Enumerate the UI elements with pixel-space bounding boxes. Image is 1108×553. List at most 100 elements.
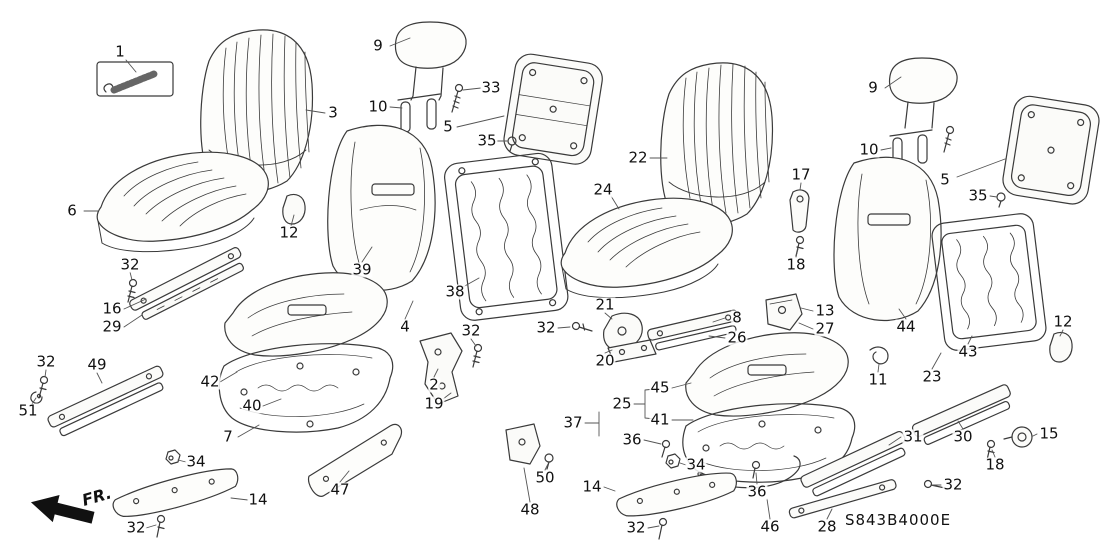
part-callout-45: 45 — [649, 378, 671, 397]
center-cover-left — [307, 423, 402, 497]
seat-cushion-pad-left — [96, 151, 269, 253]
part-callout-8: 8 — [731, 308, 743, 327]
part-callout-33: 33 — [480, 78, 502, 97]
seatback-pad-right — [660, 62, 774, 226]
seatback-panel-left — [503, 53, 603, 165]
part-callout-5: 5 — [939, 170, 951, 189]
left-seat-assembly — [30, 21, 603, 538]
part-callout-10: 10 — [367, 97, 389, 116]
fastener-36-icon-a — [661, 439, 671, 458]
part-callout-40: 40 — [241, 396, 263, 415]
part-callout-35: 35 — [476, 131, 498, 150]
part-callout-43: 43 — [957, 342, 979, 361]
part-callout-14: 14 — [247, 490, 269, 509]
side-cover-left — [112, 468, 239, 517]
part-callout-16: 16 — [101, 299, 123, 318]
part-callout-50: 50 — [534, 468, 556, 487]
part-callout-29: 29 — [101, 317, 123, 336]
headrest-right — [888, 57, 958, 129]
part-callout-25: 25 — [611, 394, 633, 413]
seat-track-28 — [788, 479, 897, 519]
hook-11-icon — [869, 346, 889, 365]
part-callout-41: 41 — [649, 410, 671, 429]
recliner-cover-left — [282, 193, 306, 225]
clip-35-icon-left — [507, 136, 517, 152]
part-callout-32: 32 — [119, 255, 141, 274]
cushion-assembly-left — [218, 272, 394, 433]
part-callout-21: 21 — [594, 295, 616, 314]
diagram-code: S843B4000E — [845, 511, 951, 529]
seatback-frame-left — [444, 152, 569, 321]
bolt-32-icon-e — [571, 321, 593, 332]
part-callout-3: 3 — [327, 103, 339, 122]
part-callout-17: 17 — [790, 165, 812, 184]
bolt-32-icon-g — [658, 517, 668, 540]
part-callout-32: 32 — [35, 352, 57, 371]
part-callout-24: 24 — [592, 180, 614, 199]
part-callout-18: 18 — [785, 255, 807, 274]
part-callout-32: 32 — [942, 475, 964, 494]
part-callout-27: 27 — [814, 319, 836, 338]
bolt-32-icon-c — [38, 375, 49, 399]
seatback-trim-right — [833, 156, 942, 322]
part-callout-14: 14 — [581, 477, 603, 496]
seat-track-31 — [800, 430, 906, 497]
seat-track-inner-left — [129, 247, 245, 320]
part-callout-30: 30 — [952, 427, 974, 446]
part-callout-32: 32 — [625, 518, 647, 537]
part-callout-9: 9 — [372, 36, 384, 55]
seat-cushion-pad-right — [560, 197, 733, 299]
cushion-assembly-right — [682, 332, 856, 483]
headrest-lock-kit — [96, 61, 174, 97]
part-callout-2: 2 — [428, 375, 440, 394]
right-seat-assembly — [505, 57, 1100, 540]
part-callout-32: 32 — [125, 518, 147, 537]
part-callout-48: 48 — [519, 500, 541, 519]
part-callout-36: 36 — [621, 430, 643, 449]
part-callout-6: 6 — [66, 201, 78, 220]
part-callout-44: 44 — [895, 317, 917, 336]
part-callout-28: 28 — [816, 517, 838, 536]
part-callout-1: 1 — [114, 42, 126, 61]
adjuster-knob-15 — [1003, 426, 1033, 448]
part-callout-11: 11 — [867, 370, 889, 389]
clip-50-icon — [544, 453, 554, 470]
seatback-frame-right — [931, 213, 1047, 351]
part-callout-26: 26 — [726, 328, 748, 347]
part-callout-5: 5 — [442, 117, 454, 136]
part-callout-34: 34 — [185, 452, 207, 471]
part-callout-32: 32 — [535, 318, 557, 337]
recliner-cover-right — [1049, 331, 1073, 363]
nut-34-icon-left — [165, 449, 181, 465]
headrest-left — [394, 21, 467, 101]
part-callout-31: 31 — [902, 427, 924, 446]
bolt-32-icon-d — [156, 514, 166, 538]
part-callout-38: 38 — [444, 282, 466, 301]
pivot-bracket-21 — [603, 312, 643, 351]
part-callout-36: 36 — [746, 482, 768, 501]
fr-direction-arrow — [30, 494, 95, 524]
part-callout-35: 35 — [967, 186, 989, 205]
bracket-13-27 — [765, 293, 803, 331]
part-callout-9: 9 — [867, 78, 879, 97]
part-callout-18: 18 — [984, 455, 1006, 474]
screw-33-icon — [451, 83, 464, 113]
part-callout-42: 42 — [199, 372, 221, 391]
part-callout-22: 22 — [627, 148, 649, 167]
part-callout-46: 46 — [759, 517, 781, 536]
recliner-lever-17 — [789, 189, 810, 233]
part-callout-12: 12 — [1052, 312, 1074, 331]
part-callout-32: 32 — [460, 321, 482, 340]
side-cover-right — [616, 472, 737, 517]
seatback-trim-left — [327, 124, 436, 291]
part-callout-34: 34 — [685, 455, 707, 474]
part-callout-10: 10 — [858, 140, 880, 159]
fastener-36-icon-b — [751, 460, 761, 479]
part-callout-49: 49 — [86, 355, 108, 374]
part-callout-13: 13 — [814, 301, 836, 320]
screw-icon-right — [943, 125, 955, 153]
front-cover-48 — [505, 423, 541, 465]
nut-34-icon-right — [665, 453, 681, 469]
